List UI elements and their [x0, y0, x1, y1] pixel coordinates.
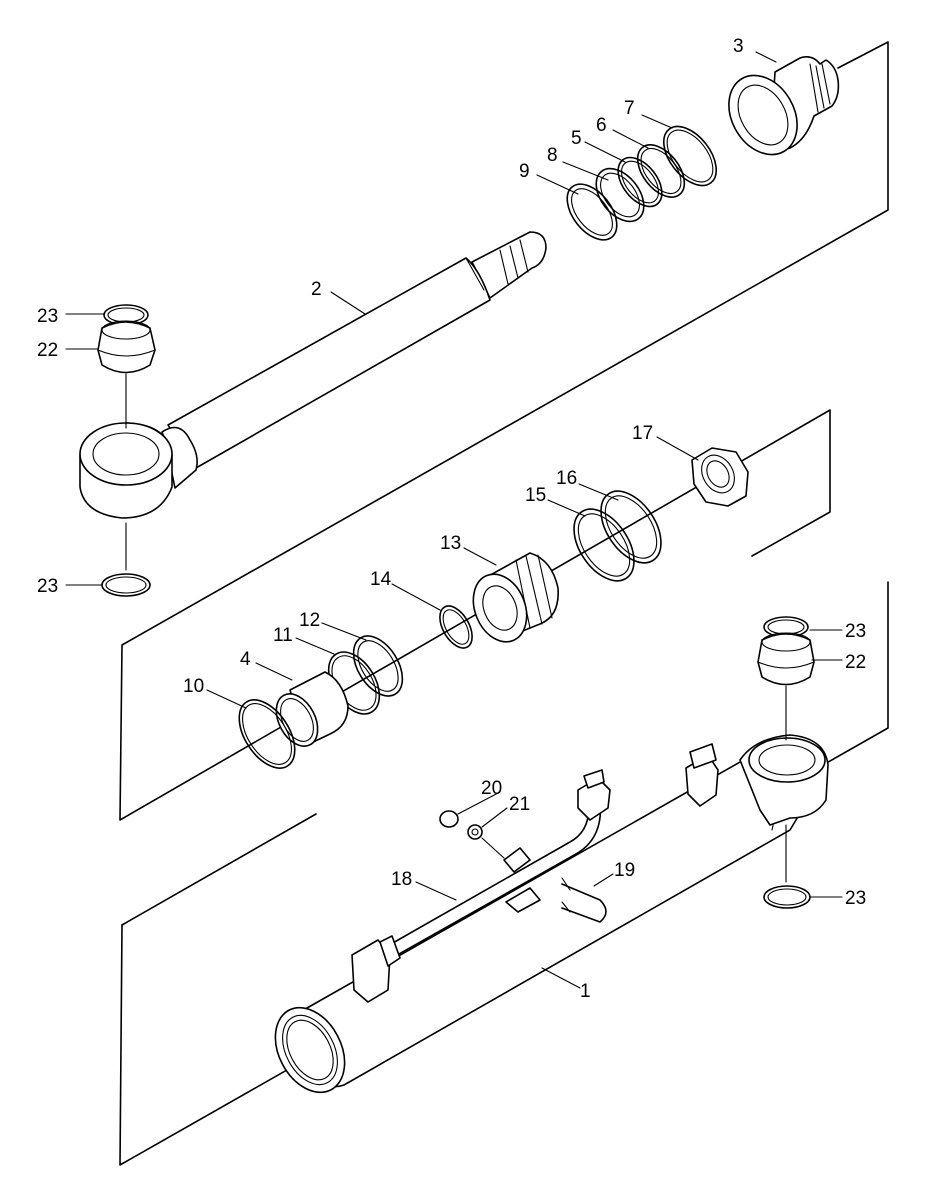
part-10-seal-ring: [238, 699, 296, 769]
part-21-washer: [467, 824, 483, 840]
part-18-pipe: [379, 769, 611, 967]
seal-9: [566, 183, 618, 241]
part-3-gland: [728, 56, 840, 156]
label-8: 8: [547, 145, 558, 166]
label-6: 6: [596, 115, 607, 136]
seal-16: [600, 490, 662, 564]
label-22-right: 22: [845, 652, 866, 673]
callout-leaders: [65, 51, 843, 989]
label-10: 10: [183, 676, 204, 697]
label-4: 4: [240, 649, 251, 670]
part-22-bushing-left: [97, 320, 156, 374]
part-19-u-bolt: [561, 877, 607, 923]
label-5: 5: [571, 128, 582, 149]
label-1: 1: [580, 981, 591, 1002]
label-23-bottom-right: 23: [845, 888, 866, 909]
seal-5: [617, 156, 663, 208]
label-11: 11: [273, 625, 293, 646]
label-17: 17: [632, 423, 653, 444]
label-2: 2: [311, 279, 322, 300]
part-22-bushing-right: [757, 632, 815, 686]
part-17-nut: [691, 447, 749, 507]
seal-8: [595, 167, 645, 223]
part-23-seal-bottom-left: [101, 573, 151, 597]
label-23-top-left: 23: [37, 306, 58, 327]
label-7: 7: [624, 98, 635, 119]
seal-15: [573, 508, 635, 582]
part-14-o-ring: [439, 605, 473, 649]
label-18: 18: [391, 869, 412, 890]
label-13: 13: [440, 533, 461, 554]
seal-12: [352, 635, 404, 697]
part-20-plug: [439, 810, 459, 828]
label-20: 20: [481, 778, 502, 799]
label-19: 19: [614, 860, 635, 881]
label-21: 21: [509, 794, 530, 815]
label-12: 12: [299, 610, 320, 631]
label-3: 3: [733, 36, 744, 57]
callout-labels: 3 7 6 5 8 9 2 23 22 23 17 16 15 13 14 12…: [37, 36, 866, 1002]
label-22-left: 22: [37, 340, 58, 361]
part-23-seal-bottom-right: [763, 885, 811, 909]
seal-7: [662, 125, 718, 187]
label-16: 16: [556, 468, 577, 489]
label-23-bottom-left: 23: [37, 576, 58, 597]
part-1-cylinder-tube: [274, 734, 829, 1094]
clamp-plate: [481, 837, 541, 913]
part-4-collar: [275, 671, 349, 747]
label-23-top-right: 23: [845, 621, 866, 642]
panel-rod-assembly: [119, 41, 889, 821]
part-13-piston: [472, 552, 559, 643]
seal-6: [636, 144, 686, 198]
label-9: 9: [519, 161, 530, 182]
label-14: 14: [370, 569, 392, 590]
part-2-piston-rod: [79, 231, 547, 519]
label-15: 15: [525, 485, 546, 506]
